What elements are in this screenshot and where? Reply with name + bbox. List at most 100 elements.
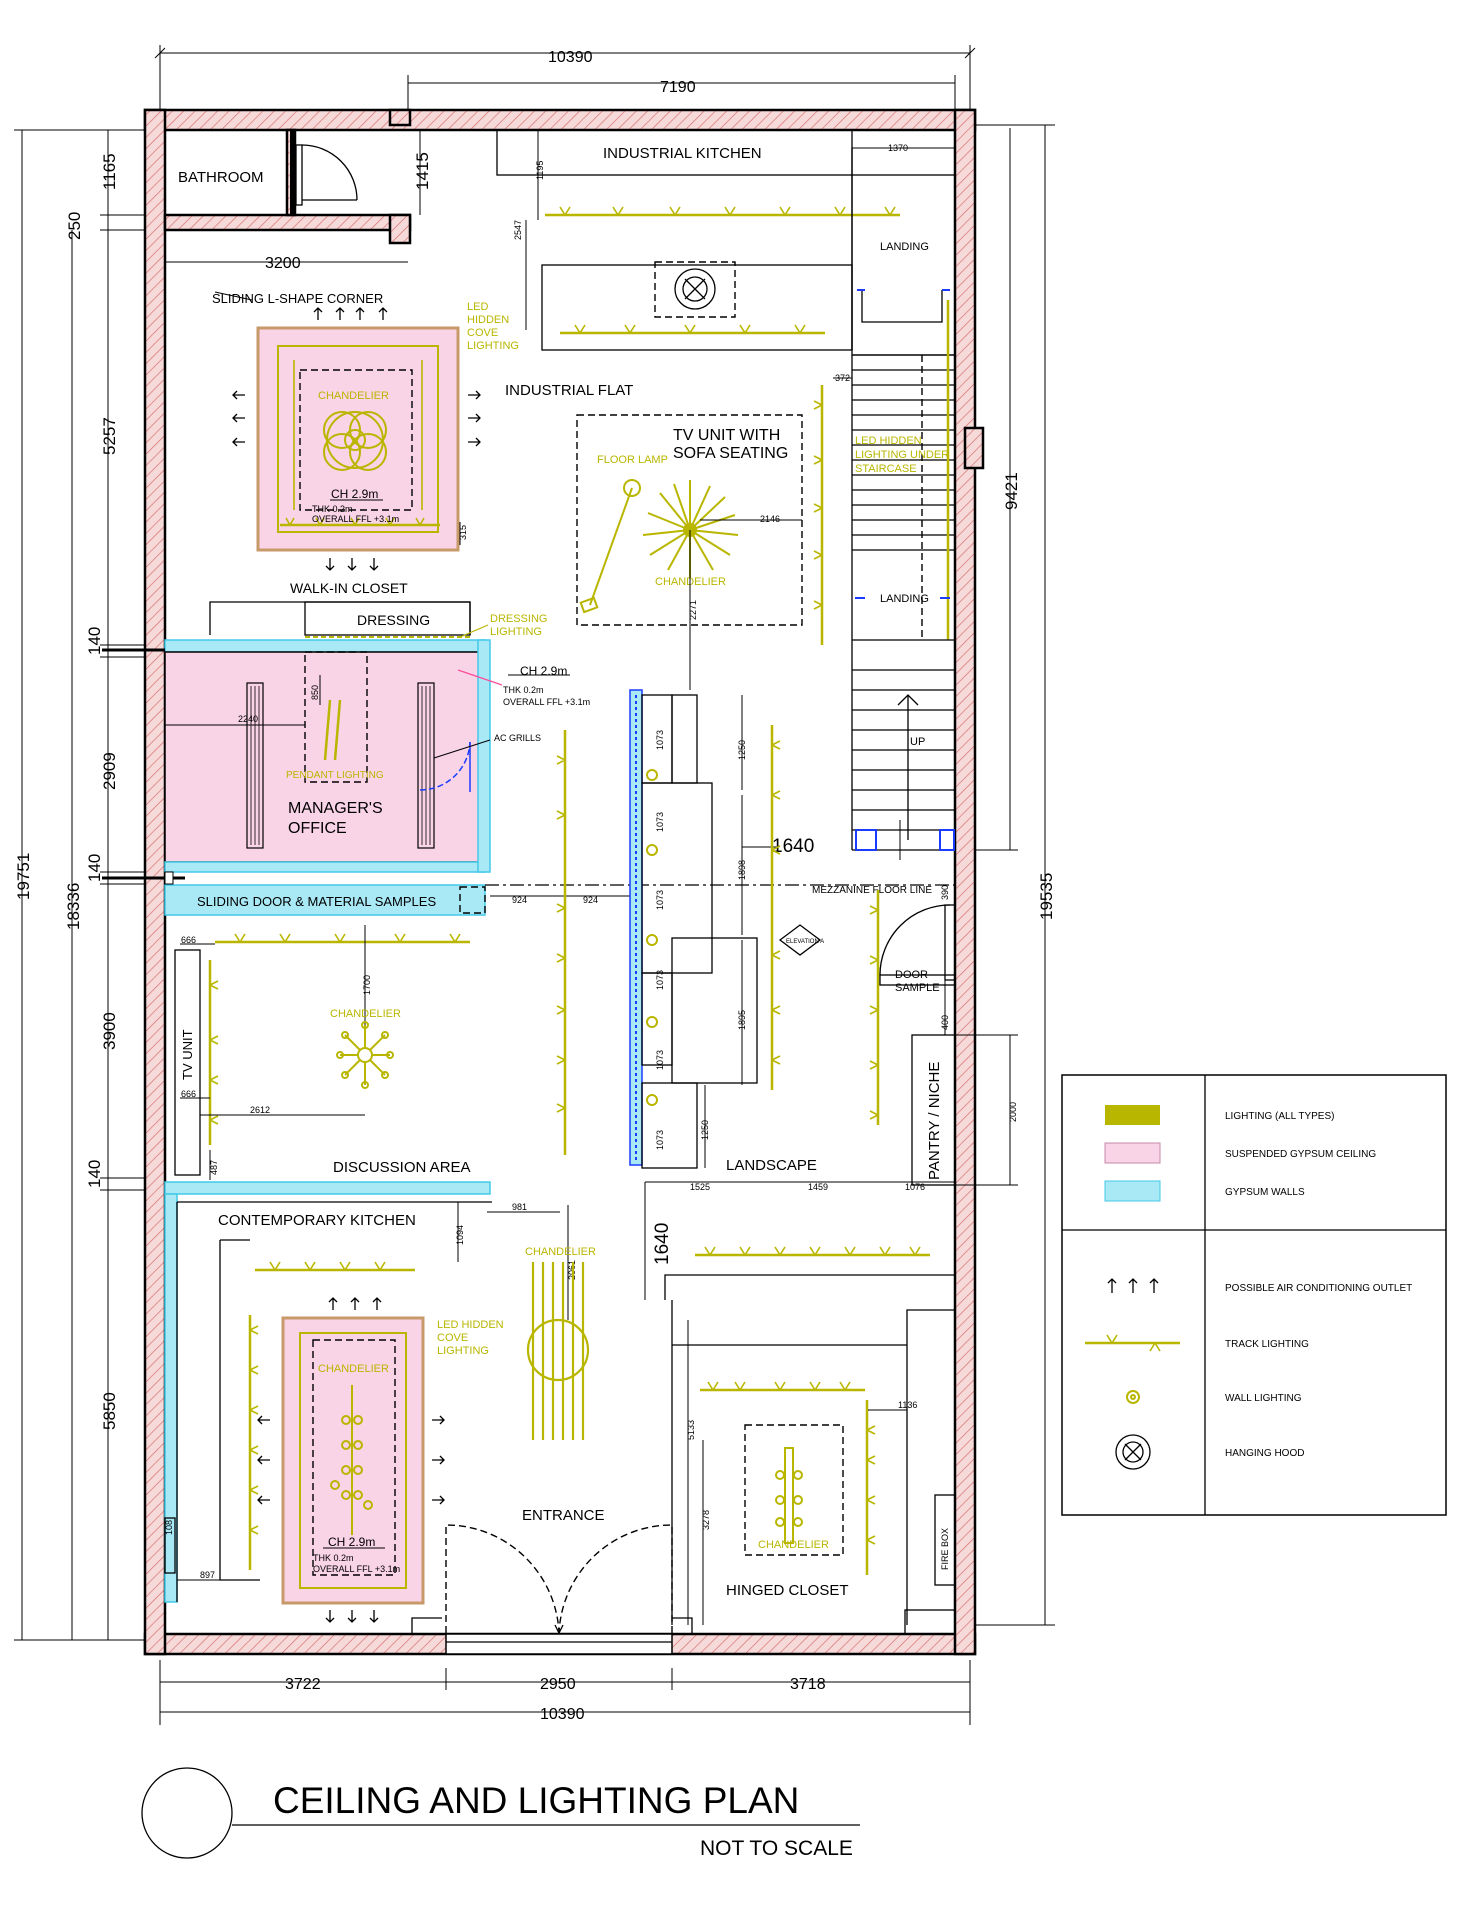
svg-text:CHANDELIER: CHANDELIER [318, 1363, 389, 1375]
svg-text:2240: 2240 [238, 714, 258, 724]
svg-text:1136: 1136 [898, 1400, 917, 1410]
svg-text:981: 981 [512, 1202, 527, 1212]
svg-text:CH 2.9m: CH 2.9m [520, 664, 567, 678]
svg-text:1073: 1073 [655, 1050, 665, 1070]
svg-text:1640: 1640 [652, 1223, 673, 1265]
hinged-closet-label: HINGED CLOSET [726, 1582, 849, 1599]
svg-text:5133: 5133 [686, 1420, 696, 1440]
chandelier-closet-bottom-icon [775, 1447, 803, 1544]
entrance-label: ENTRANCE [522, 1507, 605, 1524]
elevation-marker: ELEVATION A [778, 924, 824, 956]
svg-text:HANGING HOOD: HANGING HOOD [1225, 1448, 1304, 1459]
svg-text:400: 400 [940, 1015, 950, 1030]
svg-text:WALL LIGHTING: WALL LIGHTING [1225, 1393, 1302, 1404]
svg-text:HIDDEN: HIDDEN [467, 314, 509, 326]
pendant-lighting-label: PENDANT LIGHTING [286, 770, 384, 781]
svg-text:1640: 1640 [772, 836, 814, 857]
walk-in-closet-label: WALK-IN CLOSET [290, 580, 408, 596]
landscape: LANDSCAPE 1525 1459 1076 1640 [644, 1157, 955, 1300]
svg-text:CH 2.9m: CH 2.9m [328, 1535, 375, 1549]
dim-bathroom-width: 3200 [265, 255, 301, 272]
svg-text:LIGHTING (ALL TYPES): LIGHTING (ALL TYPES) [1225, 1111, 1334, 1122]
wall-light-icon [1126, 1390, 1140, 1404]
mezzanine-line: MEZZANINE FLOOR LINE 924 924 [485, 884, 955, 905]
dim-left-140c: 140 [85, 1160, 104, 1188]
dim-left-140b: 140 [85, 854, 104, 882]
dim-left-2909: 2909 [100, 752, 119, 790]
svg-text:SAMPLE: SAMPLE [895, 982, 940, 994]
dimension-lines: 10390 7190 3722 2950 3718 10390 19751 18… [14, 45, 1056, 1725]
svg-text:THK 0.2m: THK 0.2m [503, 685, 544, 695]
floor-lamp-label: FLOOR LAMP [597, 454, 668, 466]
legend: LIGHTING (ALL TYPES) SUSPENDED GYPSUM CE… [1061, 1074, 1447, 1516]
fire-box-label: FIRE BOX [940, 1528, 950, 1570]
svg-text:108: 108 [164, 1520, 174, 1535]
managers-office-label-1: MANAGER'S [288, 800, 383, 817]
industrial-kitchen: INDUSTRIAL KITCHEN 1195 2547 1370 [496, 129, 955, 351]
legend-ceiling-swatch [1104, 1142, 1161, 1164]
dim-bottom-seg-3: 3718 [790, 1676, 826, 1693]
central-partition: 1250 1898 1895 1250 1073 1073 1073 1073 … [629, 689, 814, 1169]
legend-gypsum-swatch [1104, 1180, 1161, 1202]
svg-text:924: 924 [512, 895, 527, 905]
chandelier-kitchen-icon [330, 1385, 373, 1535]
discussion-area-label: DISCUSSION AREA [333, 1159, 471, 1176]
svg-text:POSSIBLE AIR CONDITIONING OUTL: POSSIBLE AIR CONDITIONING OUTLET [1225, 1283, 1412, 1294]
svg-text:1370: 1370 [888, 143, 908, 153]
dim-bottom-seg-1: 3722 [285, 1676, 321, 1693]
svg-text:390: 390 [940, 885, 950, 900]
svg-text:DRESSING: DRESSING [490, 613, 547, 625]
svg-text:1898: 1898 [737, 860, 747, 880]
svg-text:2271: 2271 [688, 600, 698, 620]
landscape-label: LANDSCAPE [726, 1157, 817, 1174]
title-marker-circle [141, 1767, 233, 1859]
svg-text:TRACK LIGHTING: TRACK LIGHTING [1225, 1339, 1309, 1350]
svg-text:2146: 2146 [760, 514, 780, 524]
svg-text:SUSPENDED GYPSUM CEILING: SUSPENDED GYPSUM CEILING [1225, 1149, 1376, 1160]
industrial-flat-label: INDUSTRIAL FLAT [505, 382, 633, 399]
svg-text:666: 666 [181, 1089, 196, 1099]
staircase: LANDING 372 LED HIDDEN LIGHTING UNDER ST… [833, 174, 956, 860]
dim-left-5257: 5257 [100, 417, 119, 455]
svg-text:487: 487 [209, 1160, 219, 1175]
discussion-area: 666 TV UNIT 666 1700 2612 CHANDELIER 487… [174, 925, 471, 1180]
pantry-niche: PANTRY / NICHE 2000 [911, 1034, 1018, 1186]
svg-text:850: 850 [310, 685, 320, 700]
dim-bottom-overall: 10390 [540, 1706, 585, 1723]
walls [143, 108, 985, 1656]
dim-right-inner: 9421 [1002, 472, 1021, 510]
legend-lighting-swatch [1105, 1105, 1160, 1125]
svg-text:1094: 1094 [455, 1225, 465, 1245]
managers-office: 2240 850 PENDANT LIGHTING MANAGER'S OFFI… [102, 639, 590, 916]
kitchen-track-lights [559, 206, 896, 216]
svg-text:2000: 2000 [1008, 1102, 1018, 1122]
dim-left-3900: 3900 [100, 1012, 119, 1050]
svg-text:1073: 1073 [655, 1130, 665, 1150]
contemporary-kitchen: CONTEMPORARY KITCHEN 1094 981 CHANDELIER… [164, 1181, 596, 1623]
svg-text:1076: 1076 [905, 1182, 925, 1192]
title-block: CEILING AND LIGHTING PLAN NOT TO SCALE [141, 1767, 860, 1860]
dim-right-outer: 19535 [1037, 873, 1056, 920]
hanging-hood-icon [1115, 1434, 1151, 1470]
dim-left-140a: 140 [85, 627, 104, 655]
chandelier-discussion-icon [336, 1021, 394, 1089]
svg-text:1073: 1073 [655, 812, 665, 832]
chandelier-entry-icon [526, 1262, 590, 1440]
svg-text:1895: 1895 [737, 1010, 747, 1030]
managers-office-label-2: OFFICE [288, 820, 347, 837]
bathroom: BATHROOM 1415 3200 [165, 129, 432, 272]
entrance: ENTRANCE [411, 1507, 693, 1635]
ac-outlet-icon [1107, 1278, 1159, 1293]
svg-text:897: 897 [200, 1570, 215, 1580]
tv-unit-sofa-label-2: SOFA SEATING [673, 445, 788, 462]
svg-text:THK 0.2m: THK 0.2m [312, 504, 353, 514]
svg-text:AC GRILLS: AC GRILLS [494, 733, 541, 743]
landing-top-label: LANDING [880, 241, 929, 253]
svg-text:STAIRCASE: STAIRCASE [855, 463, 917, 475]
svg-text:2547: 2547 [513, 220, 523, 240]
svg-text:OVERALL FFL +3.1m: OVERALL FFL +3.1m [313, 1564, 400, 1574]
mid-track-lighting: ELEVATION A [556, 725, 880, 1155]
svg-text:LIGHTING: LIGHTING [437, 1345, 489, 1357]
svg-text:1700: 1700 [362, 975, 372, 995]
